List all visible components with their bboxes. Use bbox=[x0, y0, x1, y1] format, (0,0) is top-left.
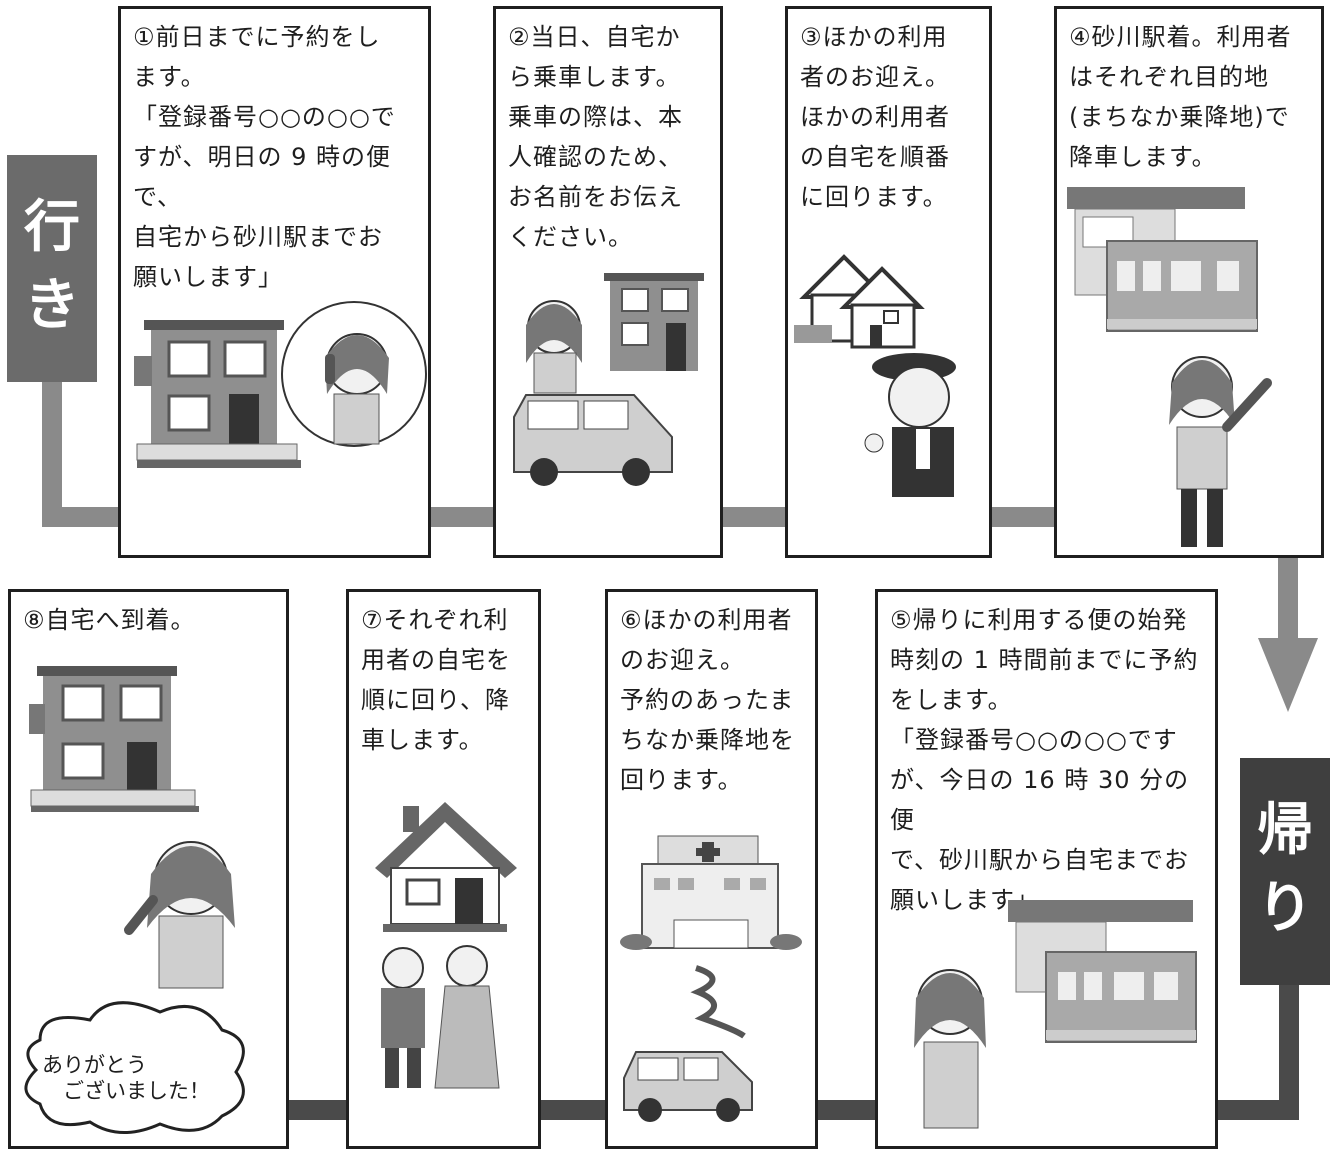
step-2-text: ②当日、自宅か ら乗車します。 乗車の際は、本 人確認のため、 お名前をお伝え … bbox=[508, 23, 683, 251]
home-woman-illustration bbox=[29, 666, 235, 989]
step-5-text: ⑤帰りに利用する便の始発 時刻の 1 時間前までに予約 をします。 「登録番号○… bbox=[890, 606, 1199, 914]
return-label-char-1: 帰 bbox=[1257, 798, 1313, 863]
station-woman-illustration bbox=[1067, 187, 1272, 547]
step-1-text: ①前日までに予約をし ます。 「登録番号○○の○○で すが、明日の 9 時の便で… bbox=[133, 23, 396, 291]
house-phone-illustration bbox=[134, 301, 427, 468]
go-label: 行 き bbox=[7, 155, 97, 382]
go-label-char-2: き bbox=[24, 273, 80, 338]
home-seniors-illustration bbox=[375, 802, 517, 1089]
step-6-panel: ⑥ほかの利用者 のお迎え。 予約のあったま ちなか乗降地を 回ります。 bbox=[605, 589, 818, 1149]
step-4-panel: ④砂川駅着。利用者 はそれぞれ目的地 (まちなか乗降地)で 降車します。 bbox=[1054, 6, 1324, 558]
step-8-text: ⑧自宅へ到着。 bbox=[23, 606, 196, 634]
step-3-text: ③ほかの利用 者のお迎え。 ほかの利用者 の自宅を順番 に回ります。 bbox=[800, 23, 950, 211]
step-3-panel: ③ほかの利用 者のお迎え。 ほかの利用者 の自宅を順番 に回ります。 bbox=[785, 6, 992, 558]
step-1-panel: ①前日までに予約をし ます。 「登録番号○○の○○で すが、明日の 9 時の便で… bbox=[118, 6, 431, 558]
return-connector-vertical bbox=[1279, 985, 1299, 1120]
houses-driver-illustration bbox=[794, 254, 956, 497]
step-6-text: ⑥ほかの利用者 のお迎え。 予約のあったま ちなか乗降地を 回ります。 bbox=[620, 606, 795, 794]
arrow-4-return-head bbox=[1258, 638, 1318, 712]
hospital-van-illustration bbox=[620, 835, 802, 1122]
step-7-text: ⑦それぞれ利 用者の自宅を 順に回り、降 車します。 bbox=[361, 606, 511, 754]
return-label-char-2: り bbox=[1257, 876, 1313, 941]
thanks-text: ありがとう ございました！ bbox=[42, 1053, 210, 1103]
return-label: 帰 り bbox=[1240, 758, 1330, 985]
go-label-char-1: 行 bbox=[24, 195, 80, 260]
step-4-text: ④砂川駅着。利用者 はそれぞれ目的地 (まちなか乗降地)で 降車します。 bbox=[1069, 23, 1292, 171]
pickup-van-illustration bbox=[513, 273, 704, 486]
step-2-panel: ②当日、自宅か ら乗車します。 乗車の際は、本 人確認のため、 お名前をお伝え … bbox=[493, 6, 723, 558]
step-5-panel: ⑤帰りに利用する便の始発 時刻の 1 時間前までに予約 をします。 「登録番号○… bbox=[875, 589, 1218, 1149]
go-connector-vertical bbox=[42, 382, 62, 527]
step-7-panel: ⑦それぞれ利 用者の自宅を 順に回り、降 車します。 bbox=[346, 589, 541, 1149]
phone-station-illustration bbox=[914, 900, 1197, 1129]
